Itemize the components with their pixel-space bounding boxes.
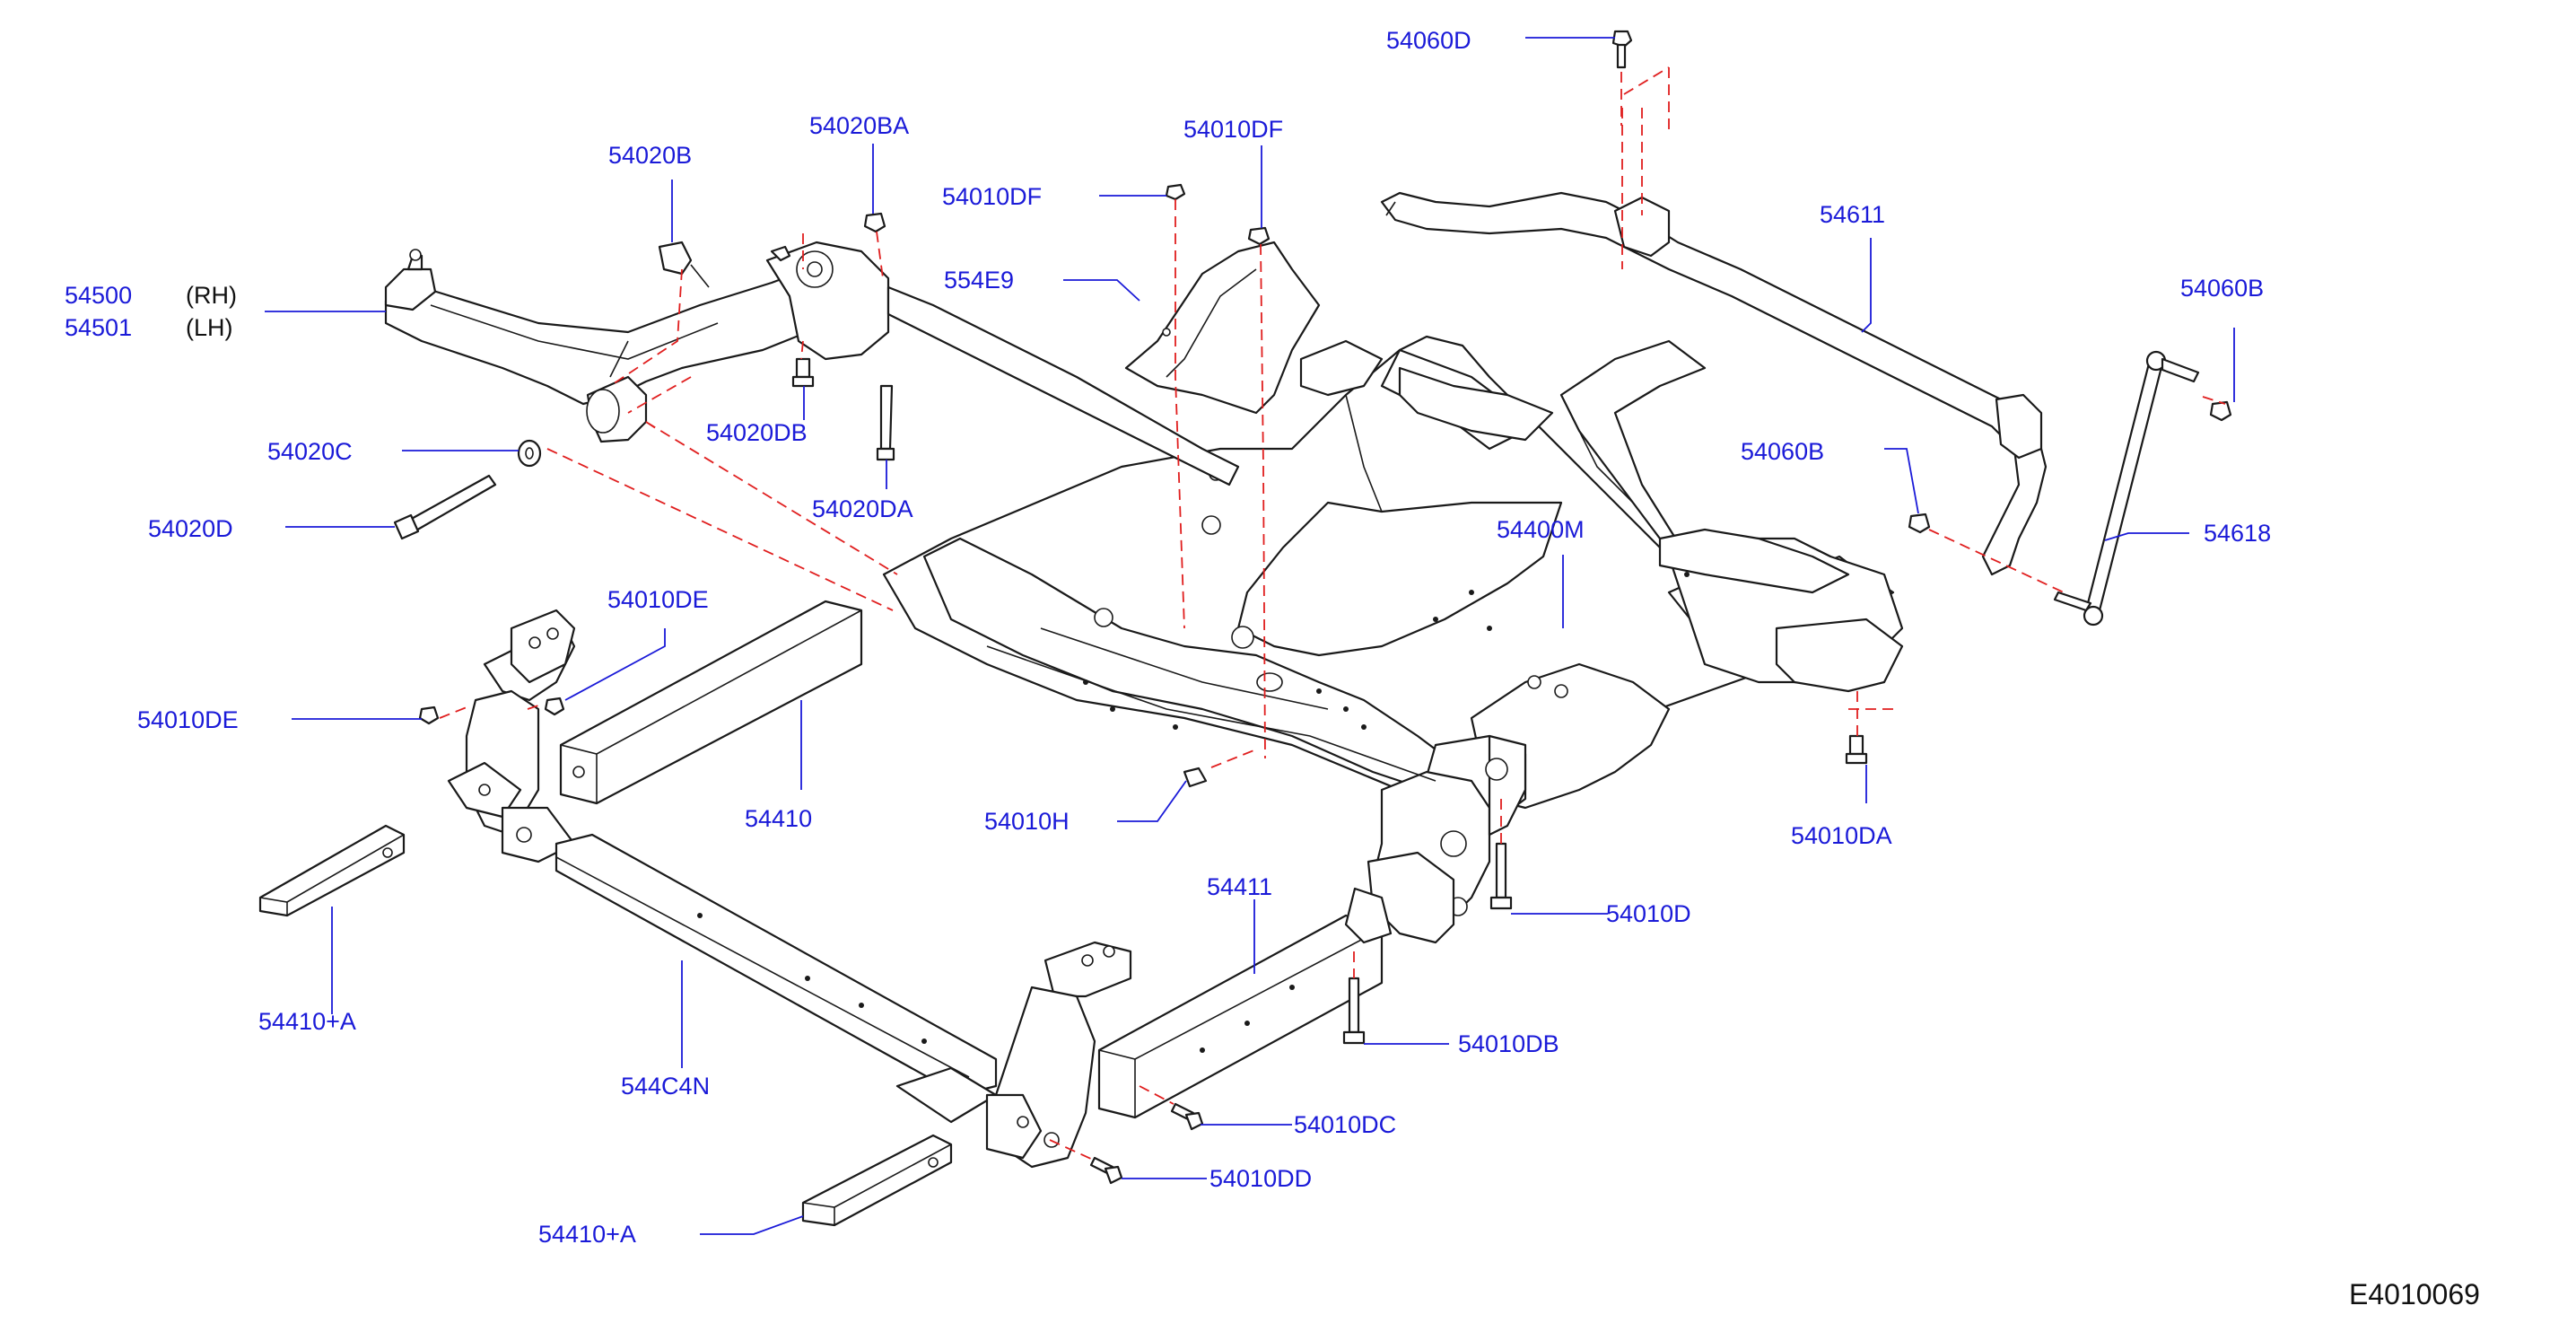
label-54410a-lower[interactable]: 54410+A [538,1221,636,1248]
bolt-54020db[interactable] [791,357,815,388]
bolt-54020d[interactable] [393,474,497,540]
bolt-54010d[interactable] [1489,842,1513,910]
suspension-member-54400m[interactable] [882,335,1904,935]
label-54060d[interactable]: 54060D [1386,27,1471,54]
bolt-54010de-b[interactable] [418,705,440,725]
bolt-54010df-b[interactable] [1247,226,1271,246]
label-54020db[interactable]: 54020DB [706,419,808,446]
assembly-lines [439,66,2226,1161]
nut-54020ba[interactable] [863,212,886,233]
left-bracket[interactable] [447,609,576,863]
label-554e9[interactable]: 554E9 [944,267,1015,294]
label-54611[interactable]: 54611 [1820,201,1886,228]
bolt-54010de-a[interactable] [544,697,565,716]
label-54500[interactable]: 54500 [65,282,133,309]
nut-54060b-b[interactable] [1908,513,1931,534]
bolt-54010df-a[interactable] [1165,183,1186,201]
label-54010dd[interactable]: 54010DD [1209,1165,1313,1192]
label-54010de-upper[interactable]: 54010DE [607,586,709,613]
label-54010df-lower[interactable]: 54010DF [942,183,1043,210]
bolt-54020da[interactable] [876,384,895,461]
nut-54060b-a[interactable] [2209,400,2232,422]
side-lh-text: (LH) [186,314,233,341]
label-54010d[interactable]: 54010D [1606,900,1691,927]
label-54410a-upper[interactable]: 54410+A [258,1008,356,1035]
washer-54020c[interactable] [517,439,542,468]
bolt-54010dd[interactable] [1089,1156,1123,1185]
label-54411[interactable]: 54411 [1207,873,1273,900]
side-rh-text: (RH) [186,282,237,309]
label-544c4n[interactable]: 544C4N [621,1073,711,1100]
nut-54060d[interactable] [1611,30,1633,69]
right-lower-bracket[interactable] [985,941,1132,1169]
label-54020d[interactable]: 54020D [148,515,233,542]
bolt-54010db[interactable] [1342,977,1366,1045]
nut-54010h[interactable] [1183,767,1208,788]
label-54020b[interactable]: 54020B [608,142,693,169]
foot-plate-54410a-upper[interactable] [258,824,406,917]
label-54010de-lower[interactable]: 54010DE [137,706,239,733]
label-54020da[interactable]: 54020DA [812,495,913,522]
lower-link-54500[interactable] [384,249,836,443]
rail-54411[interactable] [1097,914,1384,1119]
label-54400m[interactable]: 54400M [1497,516,1585,543]
foot-plate-54410a-lower[interactable] [801,1134,953,1227]
right-front-bracket[interactable] [1344,851,1455,944]
label-54010df-upper[interactable]: 54010DF [1183,116,1284,143]
bolt-54010dc[interactable] [1170,1102,1204,1131]
label-54020ba[interactable]: 54020BA [809,112,910,139]
bolt-54010da[interactable] [1845,734,1868,765]
rear-bushing-bracket[interactable] [765,241,1240,486]
label-54501[interactable]: 54501 [65,314,133,341]
label-54060b-upper[interactable]: 54060B [2180,275,2265,302]
rail-54410[interactable] [559,600,863,805]
label-54010db[interactable]: 54010DB [1458,1030,1559,1057]
label-54010da[interactable]: 54010DA [1791,822,1892,849]
label-54060b-lower[interactable]: 54060B [1741,438,1825,465]
leader-lines [265,37,2235,1235]
clip-54020b[interactable] [658,241,710,288]
label-54618[interactable]: 54618 [2204,520,2272,547]
drawing-number: E4010069 [2349,1278,2480,1310]
label-54020c[interactable]: 54020C [267,438,353,465]
stabilizer-bar-54611[interactable] [1380,191,2048,576]
label-54010h[interactable]: 54010H [984,808,1070,835]
label-54010dc[interactable]: 54010DC [1294,1111,1397,1138]
crossmember-544c4n[interactable] [554,833,998,1124]
label-54410[interactable]: 54410 [745,805,813,832]
connecting-rod-54618[interactable] [2053,350,2200,627]
heat-insulator-554e9[interactable] [1124,241,1321,415]
